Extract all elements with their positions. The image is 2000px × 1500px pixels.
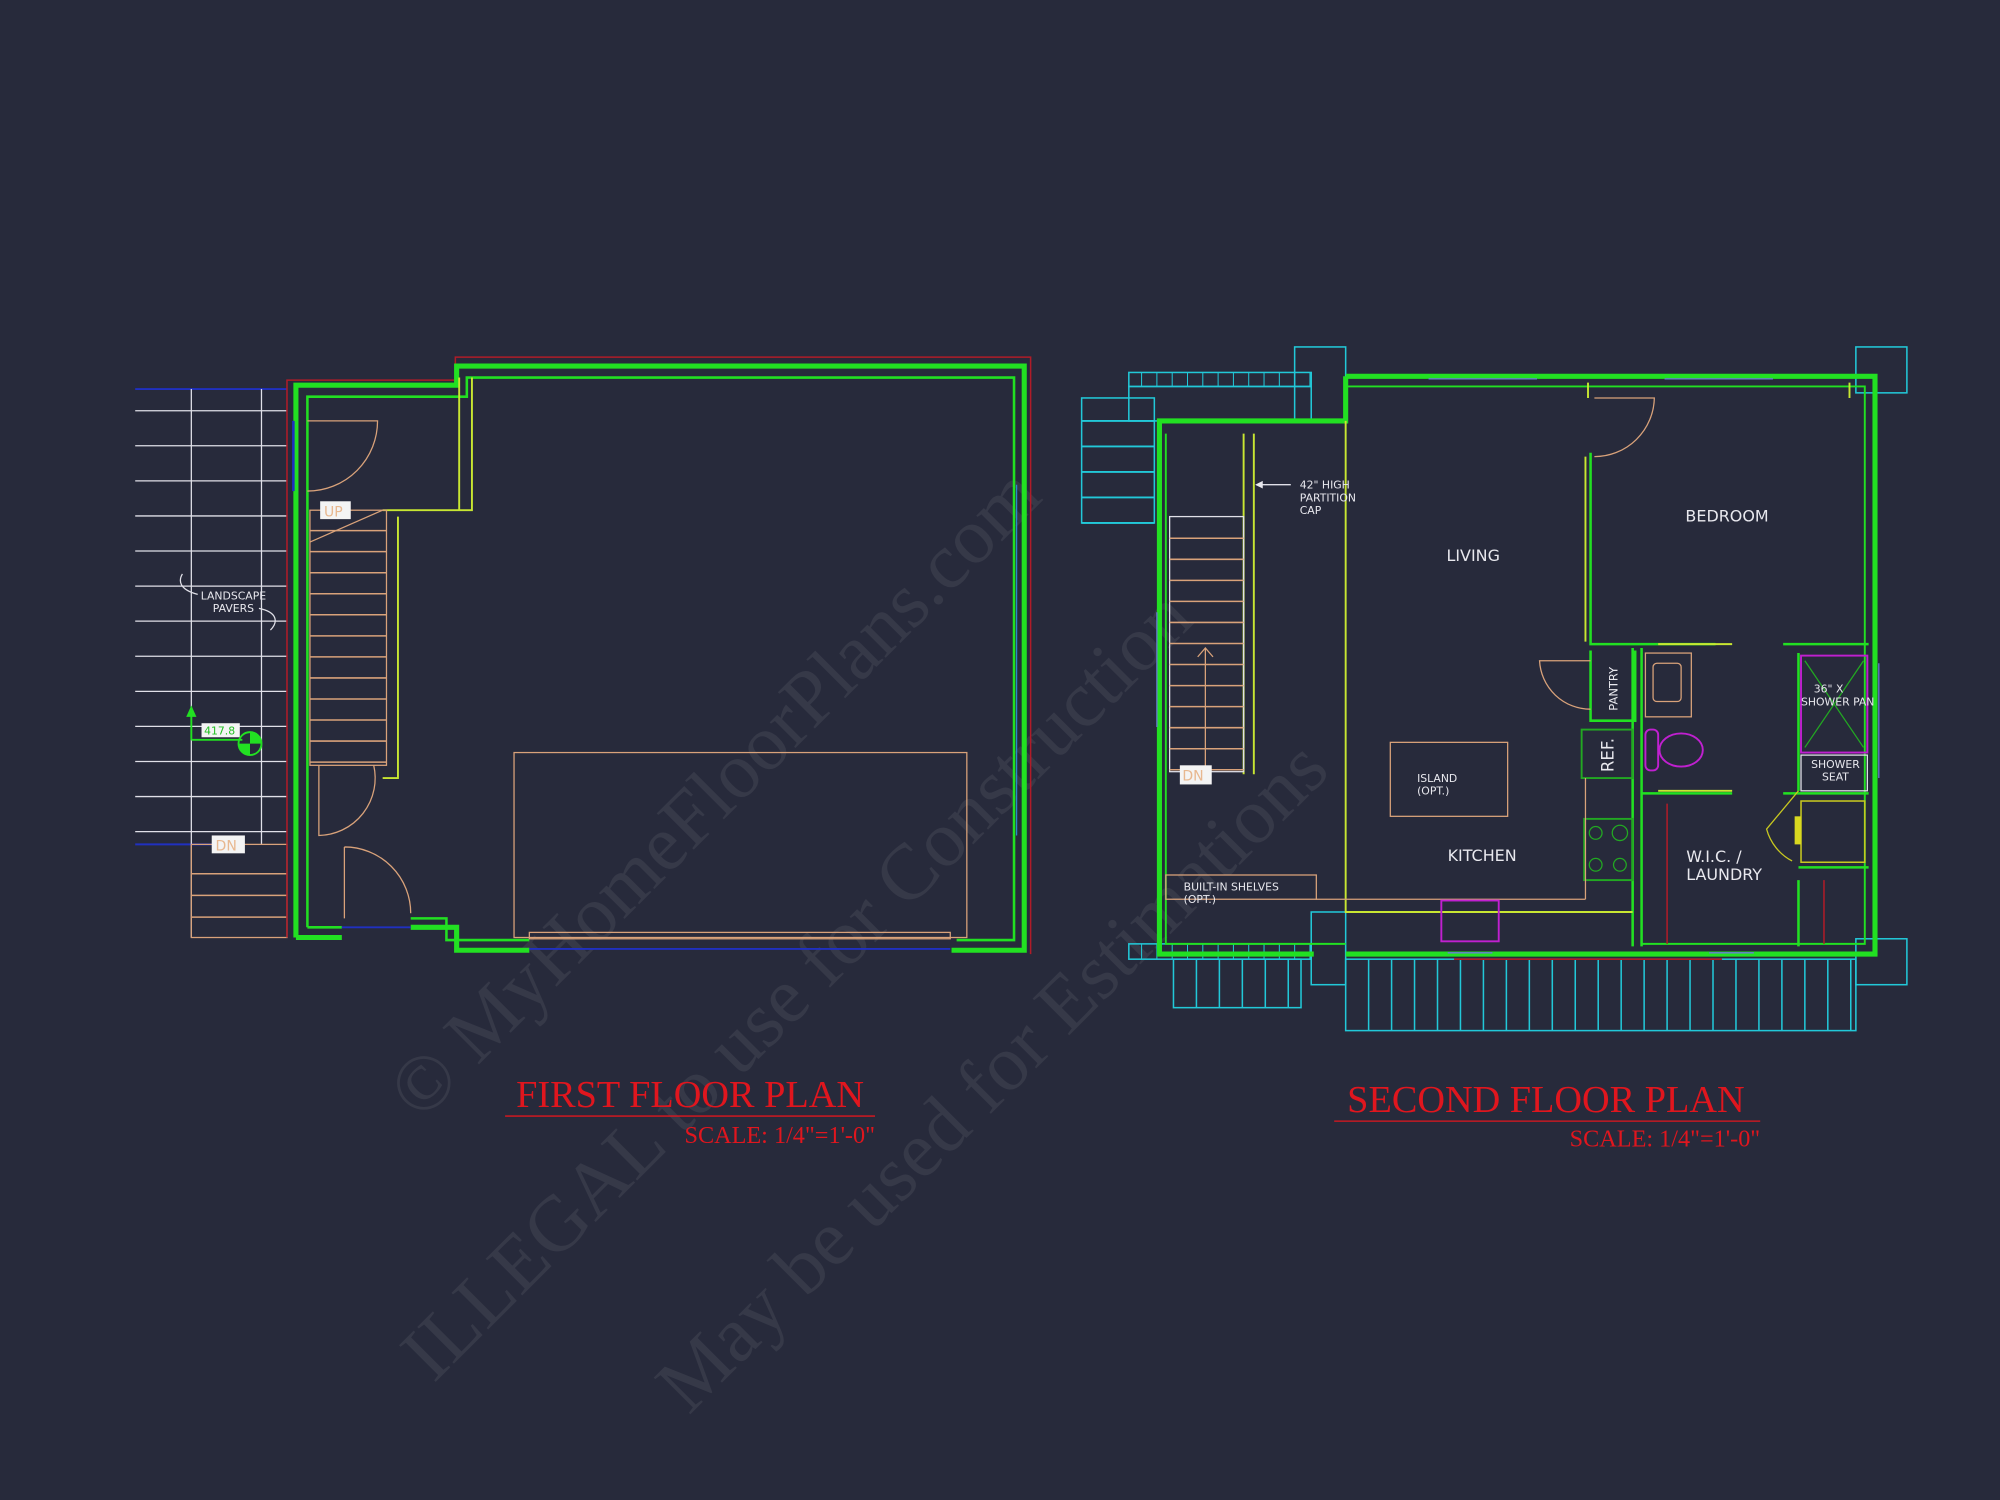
shelves-label-1: BUILT-IN SHELVES <box>1184 880 1279 893</box>
kitchen-sink <box>1440 899 1500 943</box>
seat-label-1: SHOWER <box>1811 758 1860 771</box>
up-label-box <box>320 501 351 520</box>
leader-arrows <box>179 573 276 631</box>
shower-label-2: SHOWER PAN <box>1801 695 1874 708</box>
closet-rod-lines <box>1454 803 1825 960</box>
deck-slats <box>1195 959 1852 1031</box>
pantry-door-swing <box>1538 660 1591 710</box>
kitchen-island <box>1389 741 1509 817</box>
dn-label-box <box>1179 765 1212 785</box>
up-label: UP <box>324 505 343 521</box>
laundry-door-swing <box>1765 790 1799 862</box>
room-label-laundry: LAUNDRY <box>1686 865 1762 884</box>
first-floor-plan: UP DN LANDSCAPE PAVERS 417.8 FIRST FLOOR… <box>135 356 1032 1149</box>
room-label-living: LIVING <box>1446 546 1499 565</box>
room-label-kitchen: KITCHEN <box>1448 846 1517 865</box>
elevation-value: 417.8 <box>204 725 235 738</box>
pavers-label-1: LANDSCAPE <box>201 589 266 602</box>
room-label-bedroom: BEDROOM <box>1685 507 1768 526</box>
dn-label: DN <box>216 839 237 855</box>
entry-step-treads <box>191 872 287 918</box>
island-label-2: (OPT.) <box>1417 785 1449 798</box>
elevation-box <box>201 723 240 738</box>
bath-vanity <box>1644 652 1692 718</box>
shower-label-1: 36" X <box>1814 683 1844 696</box>
shelves-label-2: (OPT.) <box>1184 893 1216 906</box>
exterior-wall-outer <box>1156 373 1878 957</box>
room-label-pantry: PANTRY <box>1606 666 1620 711</box>
partition-note-2: PARTITION <box>1300 491 1356 504</box>
stair-treads <box>1169 537 1244 771</box>
shower-pan <box>1800 654 1869 754</box>
door-swing-top <box>307 420 379 492</box>
built-in-shelves <box>1165 874 1317 900</box>
elevation-target-icon <box>237 731 263 757</box>
exterior-wall-inner <box>1164 385 1866 945</box>
garage-parking-area <box>513 751 968 939</box>
cooktop <box>1583 817 1634 882</box>
exterior-stair-treads <box>1081 419 1155 524</box>
second-floor-plan: DN LIVING <box>1080 346 1908 1153</box>
partition-note-1: 42" HIGH <box>1300 479 1350 492</box>
lower-deck <box>1172 958 1302 1009</box>
refrigerator <box>1580 728 1634 780</box>
interior-walls <box>1589 452 1869 947</box>
garage-door <box>528 931 951 940</box>
toilet-icon <box>1644 728 1704 772</box>
stair-treads <box>309 529 387 763</box>
dn-label: DN <box>1182 769 1203 785</box>
pavers-label-2: PAVERS <box>213 602 254 615</box>
partition-note-3: CAP <box>1300 504 1322 517</box>
shower-seat <box>1800 754 1868 792</box>
first-floor-scale: SCALE: 1/4"=1'-0" <box>684 1122 875 1149</box>
stair-break-line <box>309 509 383 543</box>
dn-label-box <box>211 835 245 854</box>
bedroom-door-swing <box>1594 397 1655 458</box>
door-swing-entry <box>343 846 412 919</box>
column-pier <box>1855 346 1908 394</box>
seat-label-2: SEAT <box>1822 771 1849 784</box>
room-label-wic: W.I.C. / <box>1686 847 1742 866</box>
first-floor-title: FIRST FLOOR PLAN <box>516 1074 864 1116</box>
vanity-sink <box>1652 662 1682 703</box>
island-label-1: ISLAND <box>1417 772 1457 785</box>
second-floor-scale: SCALE: 1/4"=1'-0" <box>1570 1126 1761 1153</box>
windows <box>1156 378 1880 954</box>
washer-dryer <box>1794 800 1866 864</box>
stair-partition-wall <box>382 377 473 780</box>
interior-wall-lines <box>1344 382 1851 913</box>
door-swing-stair <box>318 765 376 837</box>
second-floor-title: SECOND FLOOR PLAN <box>1347 1079 1744 1121</box>
exterior-wall-inner <box>306 376 1016 942</box>
ref-label: REF. <box>1599 738 1618 772</box>
